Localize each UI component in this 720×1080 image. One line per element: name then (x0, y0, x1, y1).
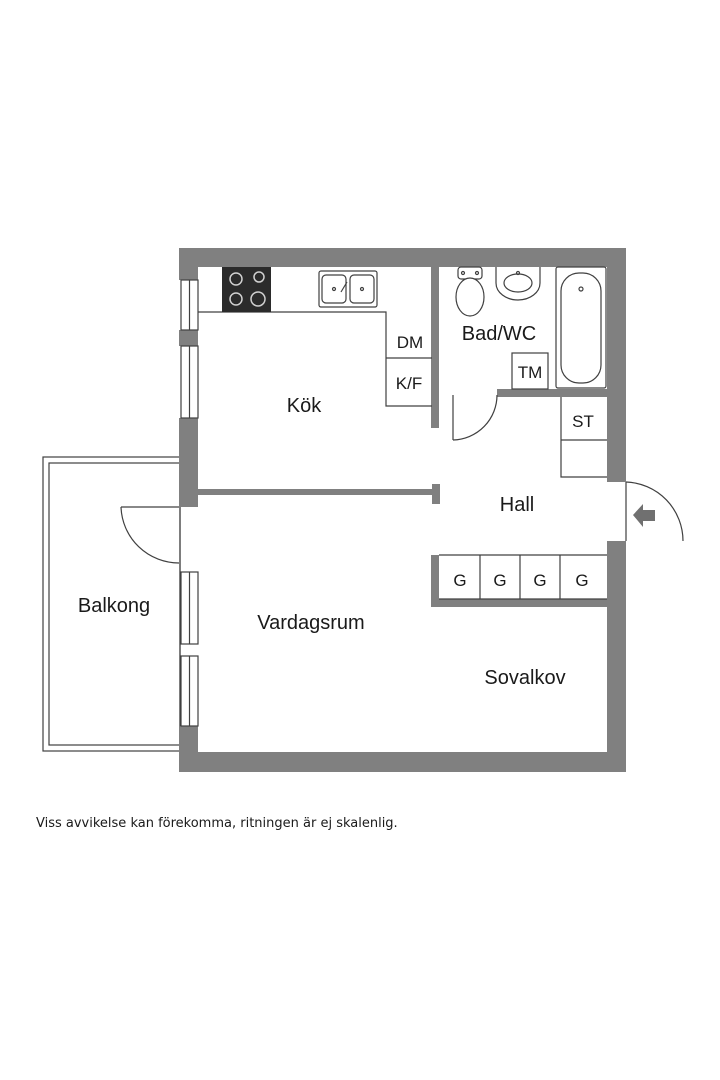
fixture-label-wardrobe: G (533, 571, 546, 590)
disclaimer-text: Viss avvikelse kan förekomma, ritningen … (36, 816, 398, 831)
wall-bath-hall (497, 389, 609, 397)
wardrobes (439, 554, 607, 600)
room-label-hall: Hall (500, 494, 534, 516)
balcony (42, 456, 181, 752)
fixture-label-wardrobe: G (493, 571, 506, 590)
door-bathroom (452, 394, 498, 441)
door-entrance (625, 481, 684, 542)
exterior-walls (179, 248, 626, 772)
bathtub-icon (555, 266, 607, 389)
fixture-label-wardrobe: G (453, 571, 466, 590)
room-label-living-room: Vardagsrum (257, 612, 364, 634)
fixture-label-fridge-freezer: K/F (396, 374, 422, 393)
fixture-label-wardrobe: G (575, 571, 588, 590)
toilet-icon (455, 266, 485, 317)
window-kitchen-2 (180, 345, 199, 419)
room-label-bathroom: Bad/WC (462, 323, 536, 345)
room-label-balcony: Balkong (78, 595, 150, 617)
entrance-arrow-icon (633, 504, 655, 527)
kitchen-counter (198, 311, 432, 407)
fixture-label-washing-machine: TM (518, 363, 543, 382)
washbasin-icon (495, 267, 541, 301)
room-label-sleeping-alcove: Sovalkov (484, 667, 565, 689)
storage-unit (560, 397, 607, 478)
wall-wardrobe-side (431, 555, 439, 607)
wall-kitchen-bath-lower (431, 396, 439, 428)
windows (180, 279, 199, 727)
fixture-label-dishwasher: DM (397, 333, 423, 352)
door-balcony (120, 506, 180, 564)
wall-wardrobe-back (431, 599, 609, 607)
room-label-kitchen: Kök (287, 395, 322, 417)
wall-kitchen-bath (431, 264, 439, 397)
washing-machine (511, 352, 549, 390)
window-kitchen-1 (180, 279, 199, 331)
interior-walls (198, 264, 609, 607)
wall-kitchen-living (198, 489, 434, 495)
fixture-label-storage: ST (572, 412, 594, 431)
window-living-2 (180, 655, 199, 727)
stove-icon (222, 267, 271, 312)
wall-kitchen-living-end (432, 484, 440, 504)
sink-icon (318, 270, 378, 308)
window-living-1 (180, 571, 199, 645)
